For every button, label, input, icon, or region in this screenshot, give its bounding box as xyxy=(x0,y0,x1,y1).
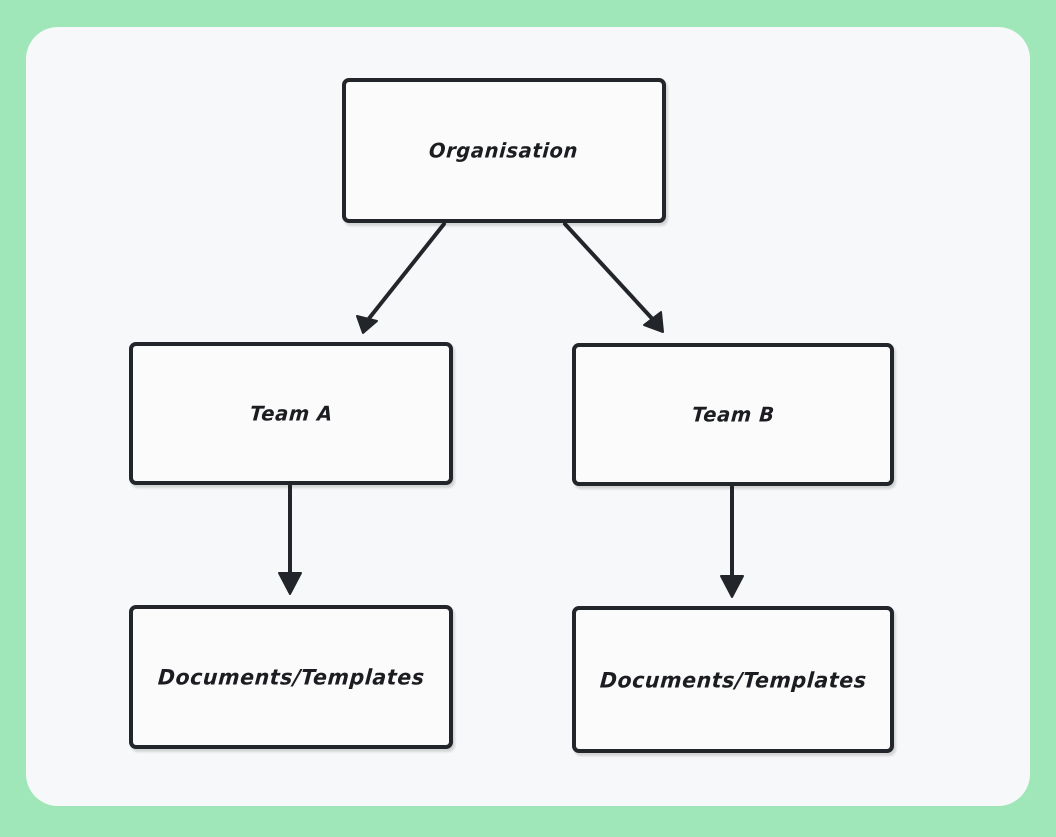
node-organisation[interactable]: Organisation xyxy=(342,78,666,223)
node-team-a[interactable]: Team A xyxy=(129,342,453,485)
edge-organisation-to-team-b xyxy=(563,222,664,333)
edge-organisation-to-team-a xyxy=(356,222,446,334)
node-team-b[interactable]: Team B xyxy=(572,343,894,486)
node-documents-templates-team-b[interactable]: Documents/Templates xyxy=(572,606,894,753)
node-documents-templates-team-a-label: Documents/Templates xyxy=(156,664,426,690)
node-documents-templates-team-a[interactable]: Documents/Templates xyxy=(129,605,453,749)
edge-team-b-to-docs-b xyxy=(720,485,744,598)
node-team-a-label: Team A xyxy=(248,401,334,426)
node-organisation-label: Organisation xyxy=(428,138,580,163)
node-team-b-label: Team B xyxy=(690,402,776,427)
edge-team-a-to-docs-a xyxy=(278,484,302,595)
node-documents-templates-team-b-label: Documents/Templates xyxy=(598,667,868,692)
